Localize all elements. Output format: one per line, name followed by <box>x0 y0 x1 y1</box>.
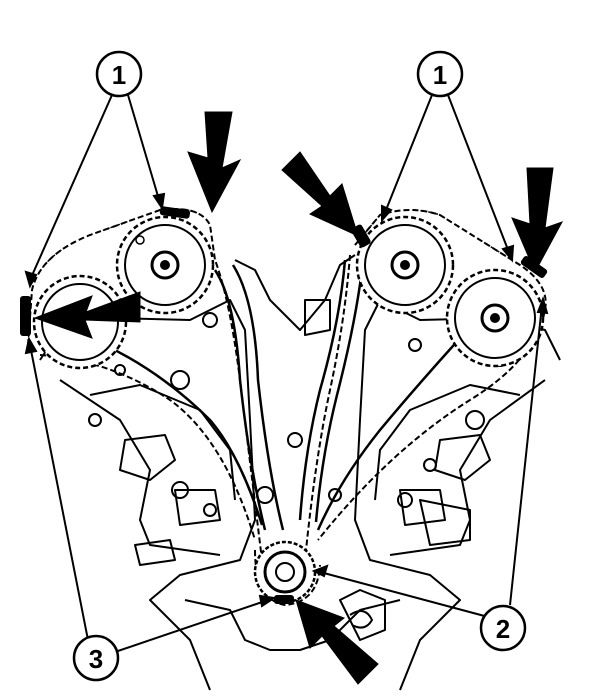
sprocket-icon <box>135 235 145 245</box>
callout-label: 1 <box>433 60 447 90</box>
right-exhaust-cam-sprocket <box>445 268 545 368</box>
timing-mark-arrows <box>33 111 564 685</box>
callout-label: 3 <box>89 644 103 674</box>
callout-circle-icon <box>416 50 464 98</box>
block-bolts <box>88 312 507 517</box>
timing-mark-arrow-icon <box>295 599 379 685</box>
right-intake-cam-sprocket <box>355 215 455 315</box>
left-intake-cam-sprocket <box>115 215 215 315</box>
callout-2: 2 <box>479 604 527 652</box>
timing-mark-arrow-icon <box>187 111 242 214</box>
timing-mark-arrow-icon <box>511 167 564 274</box>
callout-circle-icon <box>95 50 143 98</box>
callout-3: 3 <box>72 634 120 682</box>
callout-circle-icon <box>72 634 120 682</box>
timing-mark-arrow-icon <box>281 151 359 237</box>
callout-label: 2 <box>496 614 510 644</box>
callout-circle-icon <box>479 604 527 652</box>
crankshaft-sprocket <box>253 540 317 604</box>
timing-mark-arrow-icon <box>33 291 141 339</box>
leader-lines <box>24 94 549 654</box>
callout-1-right: 1 <box>416 50 464 98</box>
callout-1-left: 1 <box>95 50 143 98</box>
callout-label: 1 <box>112 60 126 90</box>
